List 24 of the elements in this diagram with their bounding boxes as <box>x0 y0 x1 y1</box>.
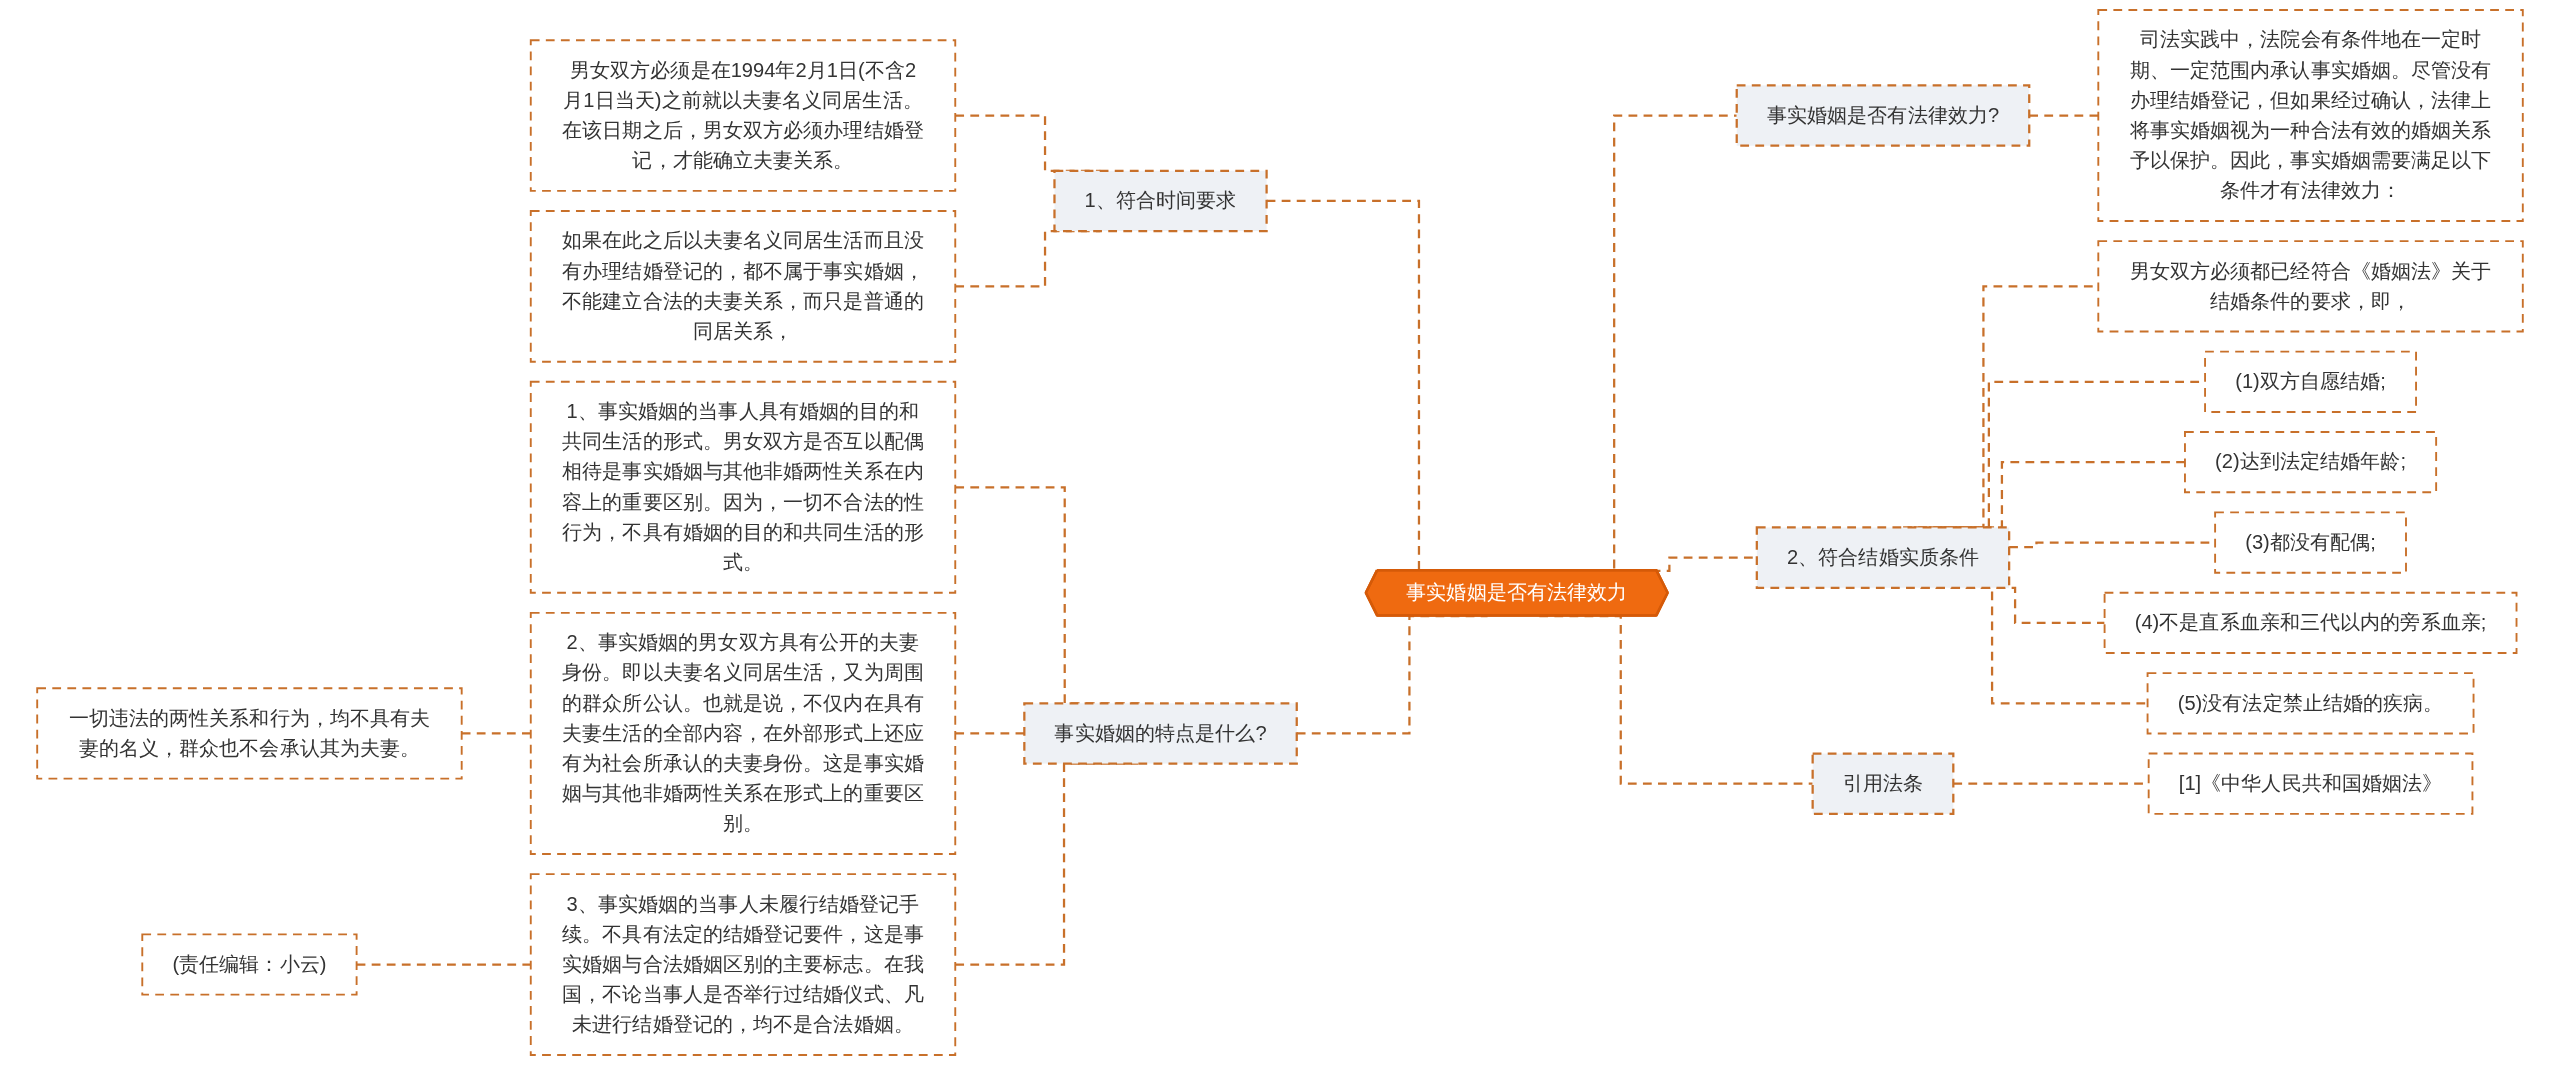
node-box: (责任编辑：小云) <box>141 933 358 996</box>
connector <box>356 963 531 966</box>
connector <box>461 732 531 735</box>
node-box: 男女双方必须都已经符合《婚姻法》关于结婚条件的要求，即， <box>2097 240 2524 333</box>
node-box: 引用法条 <box>1811 752 1955 815</box>
node-box: (3)都没有配偶; <box>2214 511 2407 574</box>
node-box: (4)不是直系血亲和三代以内的旁系血亲; <box>2103 591 2518 654</box>
node-box: 司法实践中，法院会有条件地在一定时期、一定范围内承认事实婚姻。尽管没有办理结婚登记，但如果经过确认，法律上将事实婚姻视为一种合法有效的婚姻关系予以保护。因此，事实婚姻需要满足以下条件才有法律效力： <box>2097 9 2524 222</box>
node-box: (1)双方自愿结婚; <box>2204 350 2417 413</box>
node-box: 事实婚姻的特点是什么? <box>1023 702 1298 765</box>
node-box: 3、事实婚姻的当事人未履行结婚登记手续。不具有法定的结婚登记要件，这是事实婚姻与合法婚姻区别的主要标志。在我国，不论当事人是否举行过结婚仪式、凡未进行结婚登记的，均不是合法婚姻。 <box>529 873 957 1056</box>
node-box: 一切违法的两性关系和行为，均不具有夫妻的名义，群众也不会承认其为夫妻。 <box>36 687 463 780</box>
node-box: 男女双方必须是在1994年2月1日(不含2月1日当天)之前就以夫妻名义同居生活。在该日期之后，男女双方必须办理结婚登记，才能确立夫妻关系。 <box>529 39 957 192</box>
node-box: (5)没有法定禁止结婚的疾病。 <box>2146 672 2475 735</box>
connector <box>955 732 1025 735</box>
node-box: 2、事实婚姻的男女双方具有公开的夫妻身份。即以夫妻名义同居生活，又为周围的群众所公认。也就是说，不仅内在具有夫妻生活的全部内容，在外部形式上还应有为社会所承认的夫妻身份。这是事实婚姻与其他非婚两性关系在形式上的重要区别。 <box>529 611 957 855</box>
node-box: [1]《中华人民共和国婚姻法》 <box>2147 752 2474 815</box>
node-box: (2)达到法定结婚年龄; <box>2184 431 2438 494</box>
node-box: 事实婚姻是否有法律效力? <box>1735 84 2031 147</box>
node-box: 1、事实婚姻的当事人具有婚姻的目的和共同生活的形式。男女双方是否互以配偶相待是事实婚姻与其他非婚两性关系在内容上的重要区别。因为，一切不合法的性行为，不具有婚姻的目的和共同生活的形式。 <box>529 380 957 594</box>
node-box: 如果在此之后以夫妻名义同居生活而且没有办理结婚登记的，都不属于事实婚姻，不能建立合法的夫妻关系，而只是普通的同居关系， <box>529 210 957 363</box>
connector <box>2029 114 2099 117</box>
node-box: 1、符合时间要求 <box>1053 169 1268 233</box>
node-box: 2、符合结婚实质条件 <box>1755 526 2011 589</box>
